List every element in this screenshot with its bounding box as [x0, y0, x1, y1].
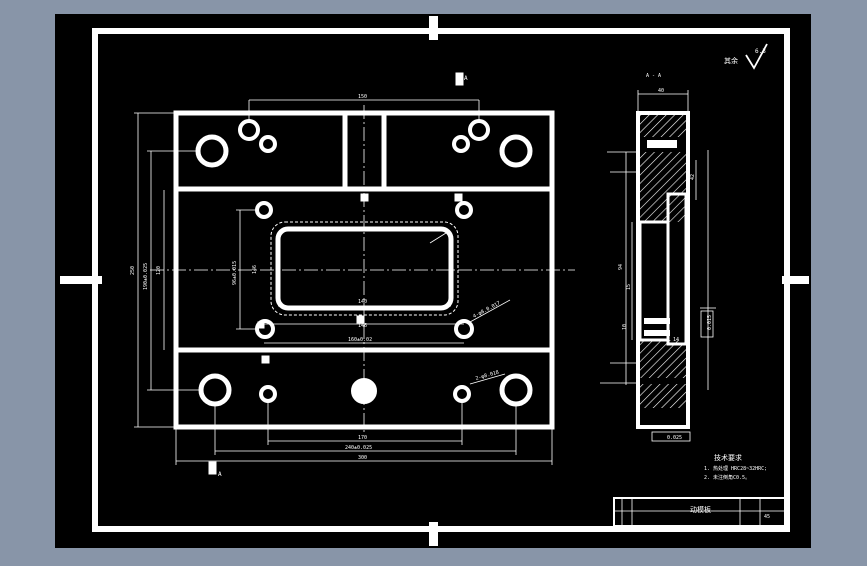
screw-hole-2 — [259, 135, 277, 153]
section-view: A - A 40 42 94 15 10 14 0.015 0.025 — [600, 73, 716, 442]
center-mark-top — [429, 16, 438, 40]
cavity-outline — [270, 221, 459, 316]
title-scale: 45 — [764, 514, 770, 520]
dim-center-h: 146 — [252, 265, 258, 274]
tol-frame-side: 0.015 — [707, 315, 713, 330]
hatch-4 — [640, 384, 686, 408]
tech-requirements: 技术要求 1. 热处理 HRC28~32HRC; 2. 未注倒角C0.5。 — [704, 453, 767, 481]
dim-bottom-c: 300 — [358, 455, 367, 461]
roughness-value: 6.3 — [755, 48, 766, 55]
dim-side-c: 15 — [626, 284, 632, 290]
center-mark-left — [60, 276, 102, 284]
mark-square-3 — [356, 315, 365, 324]
dim-mid-h1: 140 — [358, 299, 367, 305]
dim-bottom-a: 170 — [358, 435, 367, 441]
cavity-pocket — [275, 226, 454, 311]
tech-item-1: 1. 热处理 HRC28~32HRC; — [704, 465, 767, 472]
section-pocket — [666, 192, 688, 346]
drawing-sheet — [55, 14, 811, 548]
tech-item-2: 2. 未注倒角C0.5。 — [704, 474, 750, 481]
section-mark-top: A — [464, 75, 468, 82]
sprue-hole — [351, 378, 377, 404]
screw-hole-1 — [238, 119, 260, 141]
dim-center-vert: 96±0.015 — [232, 261, 238, 285]
dim-bottom-b: 240±0.025 — [345, 445, 372, 451]
dim-side-a: 42 — [690, 174, 696, 180]
dim-mid-h2: 160±0.02 — [348, 337, 372, 343]
hatch-2 — [640, 152, 686, 222]
dim-left-b: 120 — [156, 266, 162, 275]
dim-left-overall: 250 — [130, 266, 136, 275]
section-bar-1 — [647, 140, 677, 148]
section-outline — [636, 111, 690, 429]
section-mark-bottom: A — [218, 471, 222, 478]
section-arrow-bottom — [208, 461, 217, 475]
dim-top-width: 150 — [358, 94, 367, 100]
center-mark-bottom — [429, 522, 438, 546]
screw-hole-8 — [454, 319, 474, 339]
screw-hole-3 — [468, 119, 490, 141]
tech-title: 技术要求 — [714, 453, 742, 462]
hatch-3 — [640, 340, 686, 378]
section-bar-2 — [644, 318, 670, 324]
screw-hole-6 — [455, 201, 473, 219]
dim-left-a: 190±0.025 — [143, 263, 149, 290]
dim-side-e: 14 — [673, 337, 679, 343]
roughness-symbol: 其余 6.3 — [724, 43, 768, 70]
mark-square-5 — [257, 321, 265, 329]
title-block: 动模板 45 — [613, 497, 786, 527]
screw-hole-10 — [453, 385, 471, 403]
mark-square-4 — [261, 355, 270, 364]
tol-frame-bottom: 0.025 — [667, 435, 682, 441]
dim-side-b: 94 — [618, 264, 624, 270]
dim-mid-h1b: 146 — [358, 323, 367, 329]
section-bar-3 — [644, 330, 670, 336]
mark-square-2 — [454, 193, 463, 202]
hatch-1 — [640, 115, 686, 137]
guide-hole-top-right — [499, 134, 533, 168]
roughness-note: 其余 — [724, 56, 738, 65]
section-arrow-top — [455, 72, 464, 86]
screw-hole-4 — [452, 135, 470, 153]
screw-hole-9 — [259, 385, 277, 403]
dim-side-d: 10 — [622, 324, 628, 330]
center-mark-right — [782, 276, 809, 284]
plate-front-view — [134, 72, 575, 475]
title-part-name: 动模板 — [690, 505, 711, 514]
mark-square-1 — [360, 193, 369, 202]
dimension-lines — [134, 99, 553, 465]
section-label: A - A — [646, 73, 661, 79]
section-dims — [600, 90, 716, 442]
dim-side-top: 40 — [658, 88, 664, 94]
